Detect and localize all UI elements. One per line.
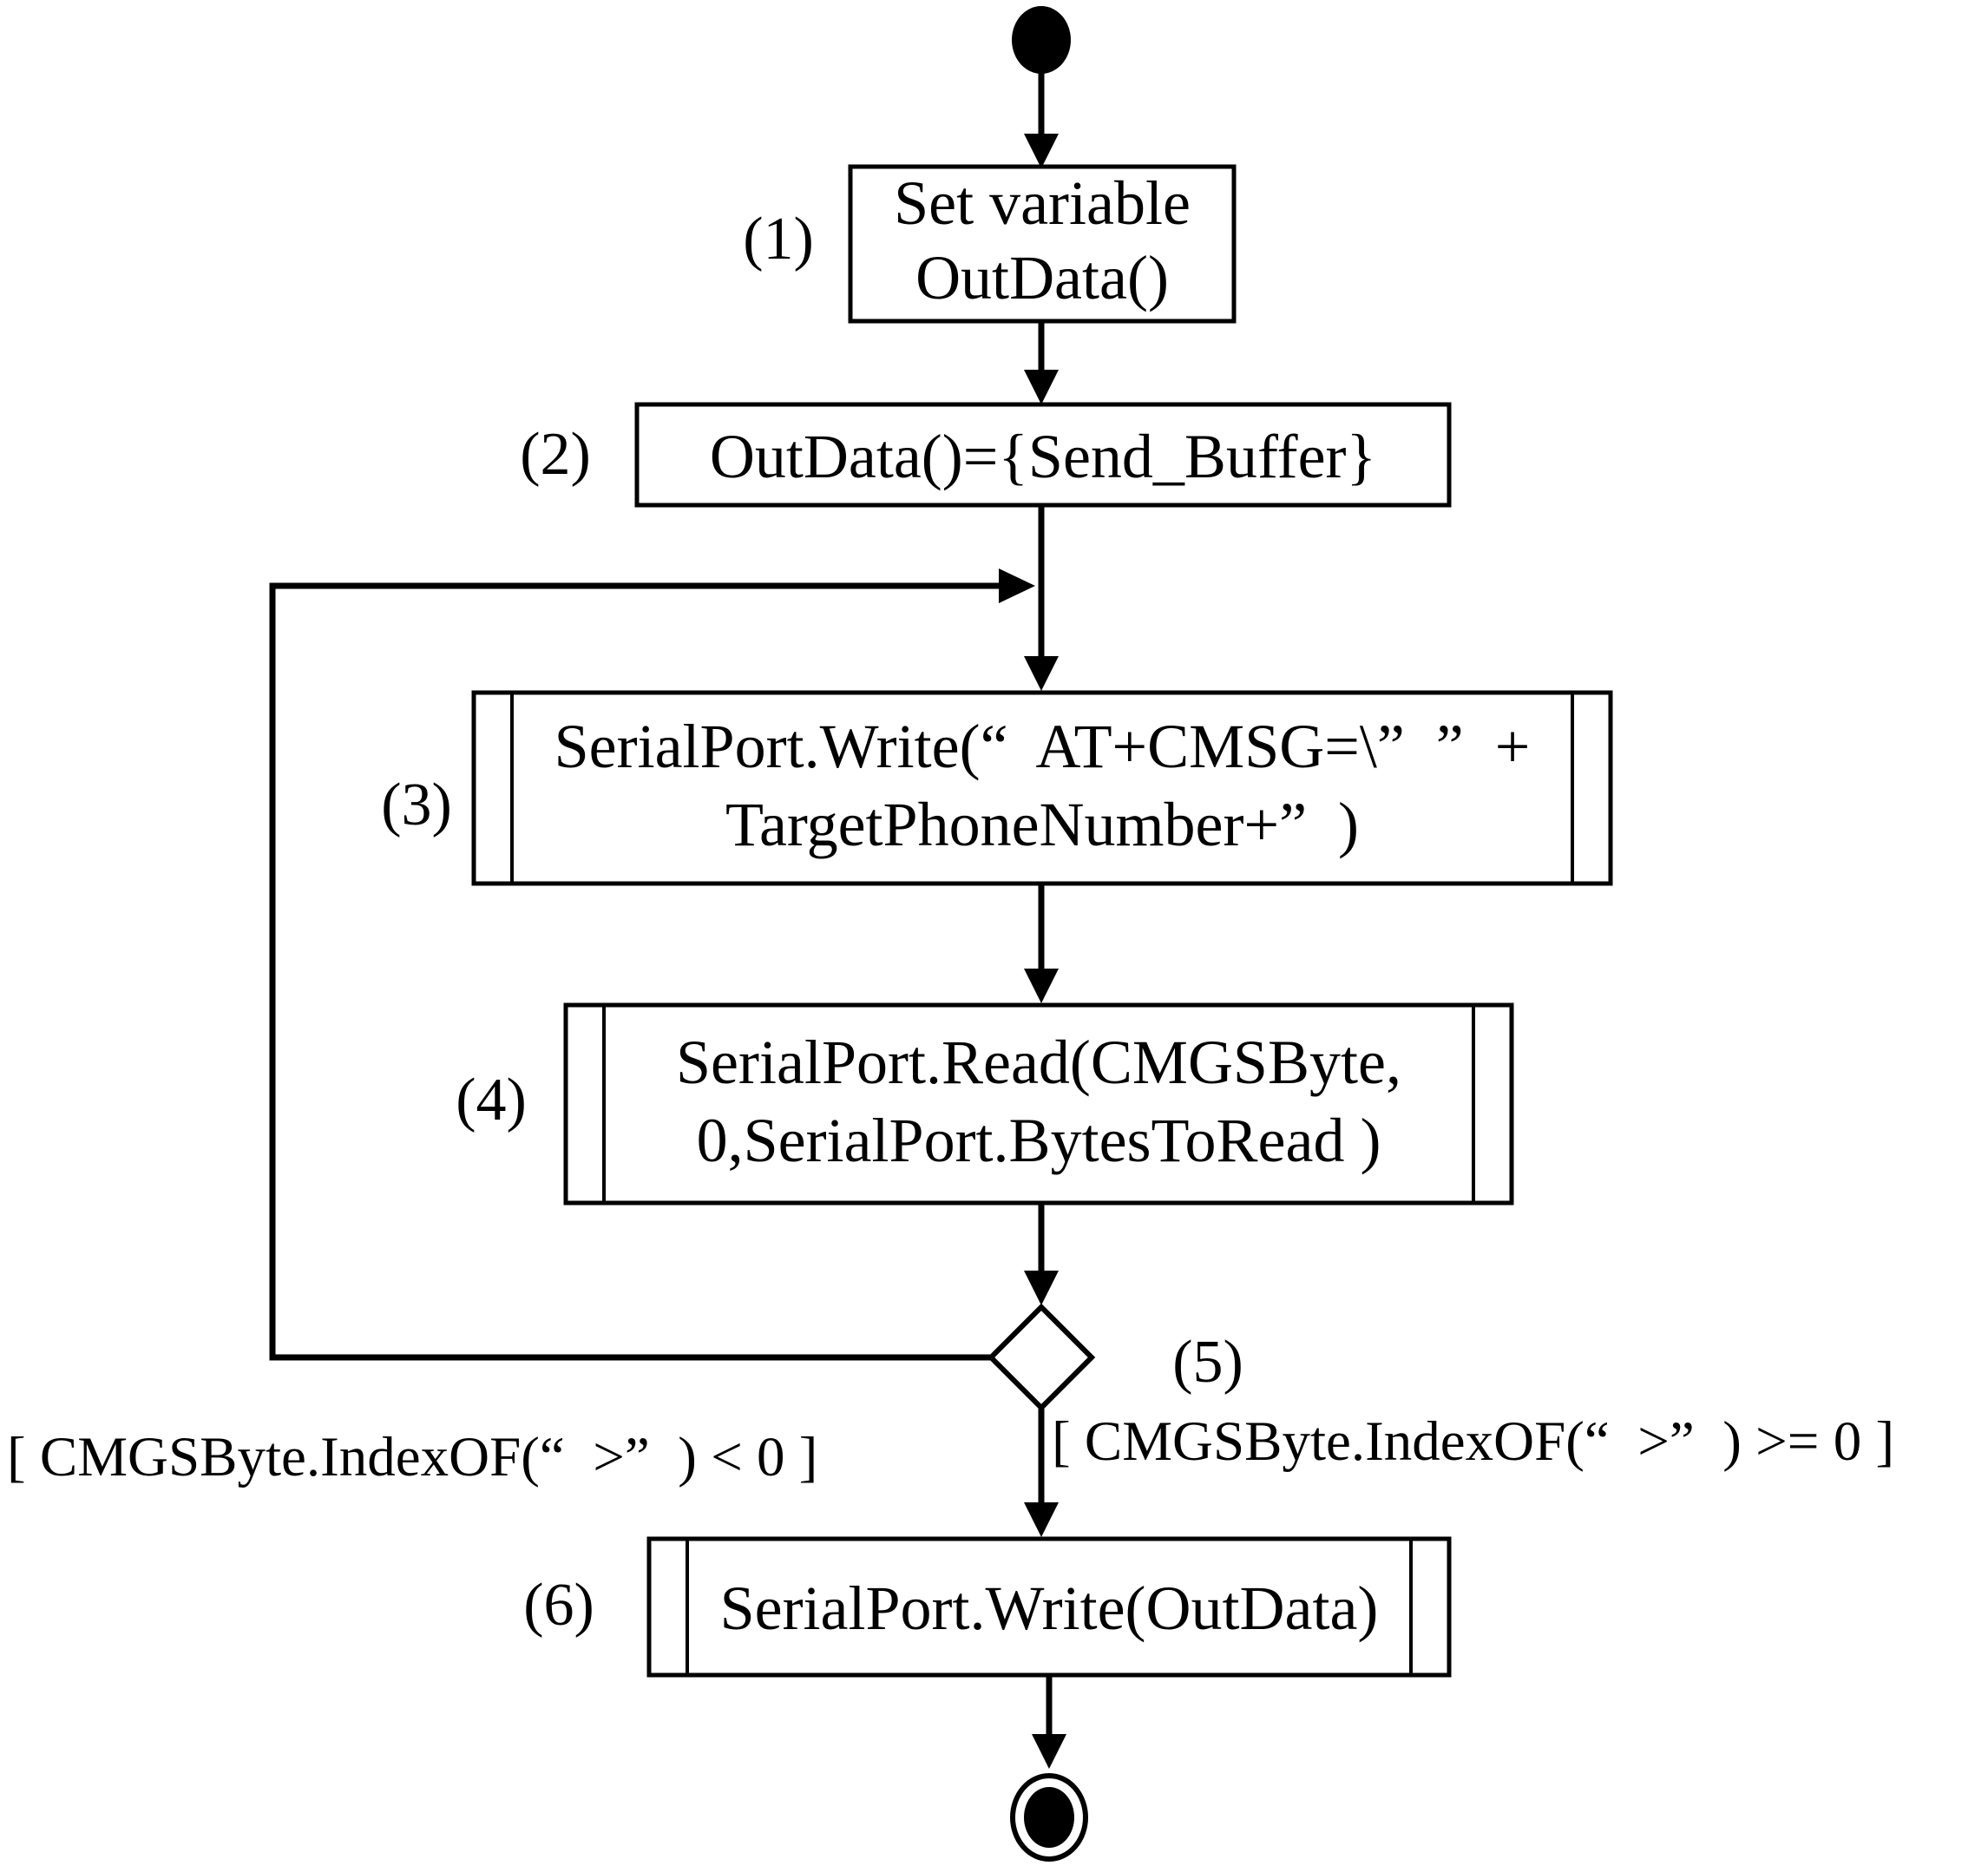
action-box-2 xyxy=(634,402,1452,508)
decision-diamond xyxy=(987,1303,1096,1412)
edge-3-to-4 xyxy=(1024,884,1059,1003)
edge-arrowhead xyxy=(1032,1734,1066,1769)
action-box-4 xyxy=(563,1002,1514,1206)
step-number-2: (2) xyxy=(520,421,591,488)
edge-arrowhead xyxy=(1024,1502,1059,1537)
decision-node-5: (5) xyxy=(987,1303,1243,1412)
action-box-1 xyxy=(848,164,1237,324)
edge-arrowhead xyxy=(1024,969,1059,1003)
guard-label-loop-back: [ CMGSByte.IndexOF(“ >” ) < 0 ] xyxy=(7,1426,817,1488)
action-node-2: (2) OutData()={Send_Buffer} xyxy=(520,402,1452,508)
step-number-3: (3) xyxy=(381,772,452,838)
action-box-3 xyxy=(471,690,1613,886)
edge-6-to-end xyxy=(1032,1675,1066,1769)
action-box-6-line-1: SerialPort.Write(OutData) xyxy=(720,1574,1379,1643)
edge-4-to-5 xyxy=(1024,1203,1059,1305)
action-box-3-line-2: TargetPhoneNumber+” ) xyxy=(725,790,1359,859)
edge-5-to-6 xyxy=(1024,1408,1059,1537)
action-box-1-line-1: Set variable xyxy=(894,168,1191,238)
edge-arrowhead xyxy=(1024,1271,1059,1305)
action-box-3-line-1: SerialPort.Write(“ AT+CMSG=\” ” + xyxy=(554,712,1531,781)
edge-arrowhead xyxy=(1024,370,1059,404)
edge-arrowhead xyxy=(1024,656,1059,691)
action-node-6: (6) SerialPort.Write(OutData) xyxy=(523,1536,1452,1678)
initial-node-dot xyxy=(1012,6,1071,74)
step-number-5: (5) xyxy=(1172,1329,1243,1396)
action-node-1: (1) Set variable OutData() xyxy=(743,164,1237,324)
final-node xyxy=(1010,1773,1088,1862)
edge-start-to-1 xyxy=(1024,73,1059,168)
step-number-6: (6) xyxy=(523,1572,594,1639)
edge-1-to-2 xyxy=(1024,321,1059,404)
action-box-4-line-1: SerialPort.Read(CMGSByte, xyxy=(676,1028,1401,1097)
guard-label-proceed: [ CMGSByte.IndexOF(“ >” ) >= 0 ] xyxy=(1052,1410,1894,1473)
final-node-dot xyxy=(1024,1787,1074,1848)
edge-arrowhead xyxy=(1024,134,1059,168)
loop-back-line xyxy=(269,582,1002,1361)
initial-node xyxy=(1012,6,1071,74)
action-node-4: (4) SerialPort.Read(CMGSByte, 0,SerialPo… xyxy=(456,1002,1514,1206)
final-node-ring xyxy=(1010,1773,1088,1862)
edge-2-to-3 xyxy=(1024,505,1059,691)
action-node-3: (3) SerialPort.Write(“ AT+CMSG=\” ” + Ta… xyxy=(381,690,1613,886)
action-box-4-line-2: 0,SerialPort.BytesToRead ) xyxy=(697,1106,1381,1175)
step-number-4: (4) xyxy=(456,1067,527,1133)
edge-loop-back xyxy=(269,568,1035,1361)
step-number-1: (1) xyxy=(743,206,814,273)
loop-back-arrowhead xyxy=(999,568,1035,603)
action-box-2-line-1: OutData()={Send_Buffer} xyxy=(710,422,1376,491)
action-box-1-line-2: OutData() xyxy=(915,243,1169,312)
